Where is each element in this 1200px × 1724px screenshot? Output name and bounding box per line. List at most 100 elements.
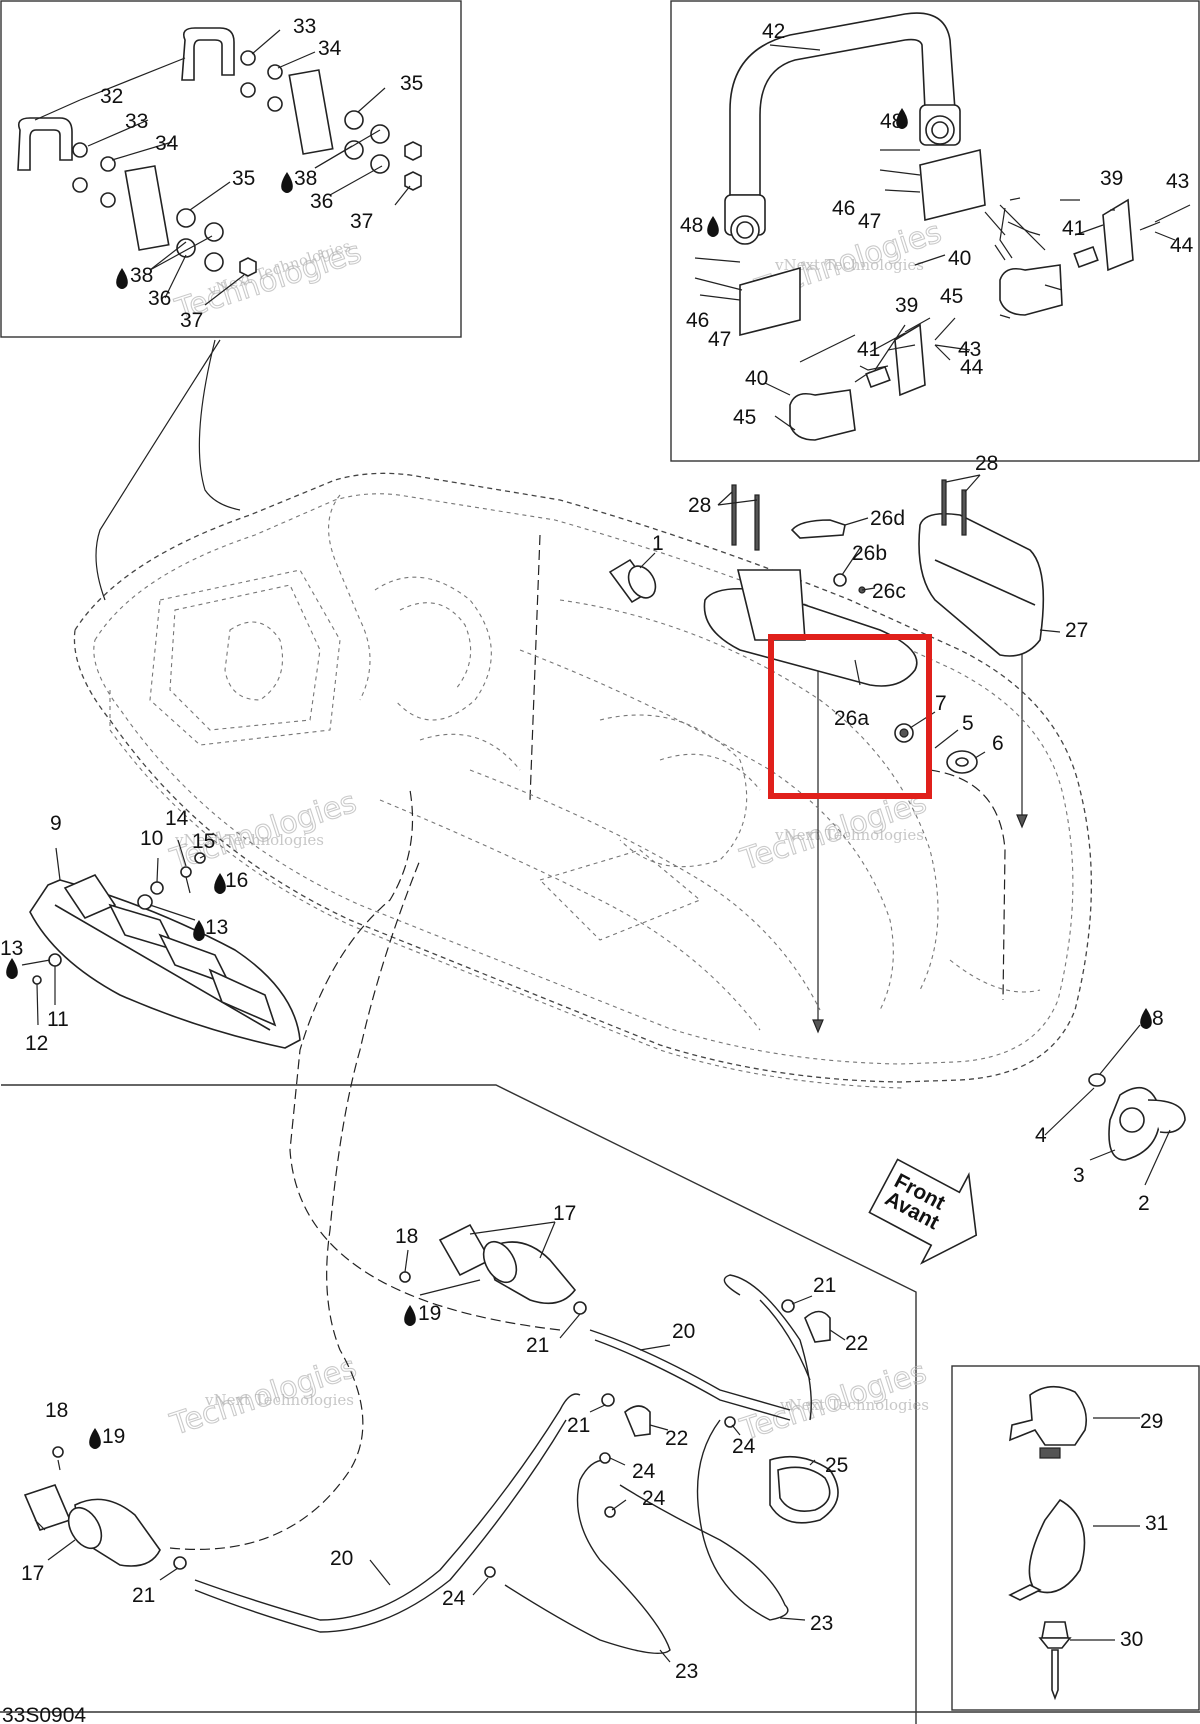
diagram-code: 33S0904 xyxy=(2,1704,86,1724)
svg-text:vNext Technologies: vNext Technologies xyxy=(204,1391,354,1409)
front-direction-arrow: Front Avant xyxy=(868,1158,978,1265)
drain-plugs-and-hoses xyxy=(23,789,846,1663)
svg-text:48: 48 xyxy=(680,214,703,237)
callout-labels: 33 34 32 33 34 35 35 38 36 37 38 36 37 4… xyxy=(0,15,1194,1683)
svg-text:vNext Technologies: vNext Technologies xyxy=(779,1396,929,1414)
svg-text:32: 32 xyxy=(100,85,123,108)
svg-text:21: 21 xyxy=(132,1584,155,1607)
highlight-part-26a xyxy=(768,634,932,799)
svg-text:6: 6 xyxy=(992,732,1004,755)
detail-box-fasteners xyxy=(951,1365,1200,1711)
svg-text:35: 35 xyxy=(400,72,423,95)
svg-text:4: 4 xyxy=(1035,1124,1047,1147)
svg-text:30: 30 xyxy=(1120,1628,1143,1651)
svg-text:20: 20 xyxy=(672,1320,695,1343)
svg-text:45: 45 xyxy=(733,406,756,429)
svg-text:40: 40 xyxy=(745,367,768,390)
part-1-cap xyxy=(608,552,657,604)
svg-text:7: 7 xyxy=(935,692,947,715)
svg-text:41: 41 xyxy=(857,338,880,361)
svg-text:46: 46 xyxy=(832,197,855,220)
svg-text:19: 19 xyxy=(102,1425,125,1448)
svg-text:34: 34 xyxy=(318,37,342,60)
svg-text:43: 43 xyxy=(1166,170,1189,193)
detail-box-mooring-cleats xyxy=(0,0,462,338)
svg-text:21: 21 xyxy=(813,1274,836,1297)
svg-text:38: 38 xyxy=(294,167,317,190)
svg-text:16: 16 xyxy=(225,869,248,892)
hull-body xyxy=(73,472,1093,1089)
svg-text:35: 35 xyxy=(232,167,255,190)
svg-text:22: 22 xyxy=(665,1427,688,1450)
svg-text:26b: 26b xyxy=(852,542,887,565)
svg-text:17: 17 xyxy=(553,1202,576,1225)
svg-text:27: 27 xyxy=(1065,619,1088,642)
svg-text:24: 24 xyxy=(732,1435,756,1458)
sealant-drop-icons xyxy=(6,108,1152,1449)
svg-text:43: 43 xyxy=(958,338,981,361)
svg-text:36: 36 xyxy=(310,190,333,213)
reference-arrows xyxy=(95,204,1046,1034)
svg-text:19: 19 xyxy=(418,1302,441,1325)
front-tow-eye xyxy=(1044,1024,1186,1186)
svg-text:5: 5 xyxy=(962,712,974,735)
parts-5-6-7 xyxy=(894,711,986,774)
svg-text:17: 17 xyxy=(21,1562,44,1585)
svg-text:26c: 26c xyxy=(872,580,906,603)
svg-text:11: 11 xyxy=(47,1008,69,1031)
svg-text:47: 47 xyxy=(858,210,881,233)
fasteners-drawing xyxy=(1008,1385,1140,1701)
svg-text:31: 31 xyxy=(1145,1512,1168,1535)
svg-text:20: 20 xyxy=(330,1547,353,1570)
svg-text:41: 41 xyxy=(1062,217,1085,240)
svg-text:18: 18 xyxy=(395,1225,418,1248)
svg-text:15: 15 xyxy=(192,830,215,853)
svg-text:9: 9 xyxy=(50,812,62,835)
svg-text:44: 44 xyxy=(960,356,984,379)
svg-text:24: 24 xyxy=(442,1587,466,1610)
svg-text:vNext Technologies: vNext Technologies xyxy=(174,831,324,849)
svg-text:26d: 26d xyxy=(870,507,905,530)
svg-text:24: 24 xyxy=(642,1487,666,1510)
svg-text:1: 1 xyxy=(652,532,664,555)
svg-text:36: 36 xyxy=(148,287,171,310)
svg-text:14: 14 xyxy=(165,807,189,830)
svg-text:48: 48 xyxy=(880,110,903,133)
svg-text:18: 18 xyxy=(45,1399,68,1422)
detail-box-grab-handle xyxy=(670,0,1200,462)
svg-text:39: 39 xyxy=(895,294,918,317)
svg-text:21: 21 xyxy=(567,1414,590,1437)
svg-text:28: 28 xyxy=(688,494,711,517)
svg-text:21: 21 xyxy=(526,1334,549,1357)
svg-text:33: 33 xyxy=(125,110,148,133)
svg-text:23: 23 xyxy=(810,1612,833,1635)
svg-text:3: 3 xyxy=(1073,1164,1085,1187)
svg-text:33: 33 xyxy=(293,15,316,38)
svg-text:46: 46 xyxy=(686,309,709,332)
svg-text:23: 23 xyxy=(675,1660,698,1683)
svg-text:26a: 26a xyxy=(834,707,869,730)
svg-text:37: 37 xyxy=(180,309,203,332)
svg-text:37: 37 xyxy=(350,210,373,233)
svg-text:44: 44 xyxy=(1170,234,1194,257)
svg-text:13: 13 xyxy=(205,916,228,939)
svg-text:39: 39 xyxy=(1100,167,1123,190)
detail-box-drain-plugs xyxy=(1,1084,917,1724)
svg-text:42: 42 xyxy=(762,20,785,43)
svg-text:40: 40 xyxy=(948,247,971,270)
svg-text:vNext Technologies: vNext Technologies xyxy=(774,826,924,844)
svg-text:29: 29 xyxy=(1140,1410,1163,1433)
svg-text:12: 12 xyxy=(25,1032,48,1055)
svg-text:2: 2 xyxy=(1138,1192,1150,1215)
svg-text:24: 24 xyxy=(632,1460,656,1483)
mooring-cleats-drawing xyxy=(17,27,422,306)
svg-text:28: 28 xyxy=(975,452,998,475)
svg-text:22: 22 xyxy=(845,1332,868,1355)
svg-text:38: 38 xyxy=(130,264,153,287)
svg-text:13: 13 xyxy=(0,937,23,960)
svg-text:10: 10 xyxy=(140,827,163,850)
grab-handle-drawing xyxy=(694,12,1191,441)
reboarding-step xyxy=(21,839,301,1049)
svg-text:vNext Technologies: vNext Technologies xyxy=(774,256,924,274)
